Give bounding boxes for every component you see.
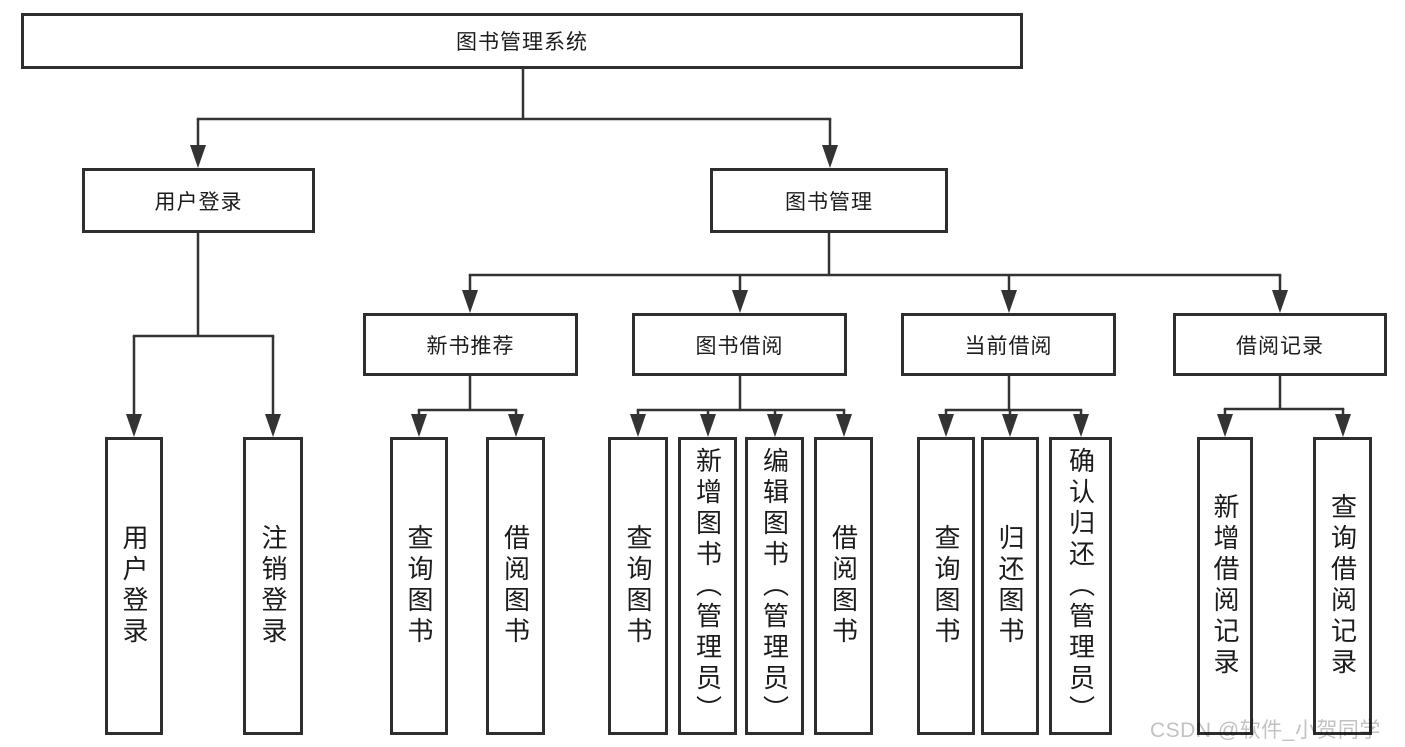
leaf-query-books-recommend-label: 查询图书 bbox=[404, 524, 434, 648]
leaf-confirm-return-admin-label: 确认归还（管理员） bbox=[1065, 446, 1096, 726]
node-book-borrow-label: 图书借阅 bbox=[695, 334, 784, 358]
node-book-management: 图书管理 bbox=[710, 168, 948, 233]
leaf-query-books-borrow: 查询图书 bbox=[608, 437, 668, 735]
leaf-add-books-admin: 新增图书（管理员） bbox=[678, 437, 737, 735]
node-new-book-recommend-label: 新书推荐 bbox=[426, 334, 515, 358]
node-book-borrow: 图书借阅 bbox=[632, 313, 847, 376]
node-current-borrow: 当前借阅 bbox=[901, 313, 1116, 376]
node-book-management-label: 图书管理 bbox=[785, 190, 873, 214]
leaf-edit-books-admin: 编辑图书（管理员） bbox=[745, 437, 804, 735]
leaf-return-books: 归还图书 bbox=[981, 437, 1039, 735]
csdn-watermark: CSDN @软件_小贺同学 bbox=[1150, 719, 1381, 742]
leaf-return-books-label: 归还图书 bbox=[995, 524, 1025, 648]
leaf-query-books-current: 查询图书 bbox=[917, 437, 975, 735]
node-user-login: 用户登录 bbox=[82, 168, 315, 233]
node-user-login-label: 用户登录 bbox=[154, 190, 243, 214]
leaf-user-login-label: 用户登录 bbox=[119, 524, 149, 648]
leaf-add-borrow-record-label: 新增借阅记录 bbox=[1210, 493, 1240, 679]
root-node-library-management-system: 图书管理系统 bbox=[21, 13, 1023, 69]
leaf-query-books-borrow-label: 查询图书 bbox=[623, 524, 653, 648]
arrowhead-icons bbox=[126, 145, 1351, 437]
leaf-query-books-current-label: 查询图书 bbox=[931, 524, 961, 648]
leaf-borrow-books: 借阅图书 bbox=[814, 437, 873, 735]
leaf-user-login: 用户登录 bbox=[105, 437, 163, 735]
leaf-logout: 注销登录 bbox=[243, 437, 303, 735]
leaf-confirm-return-admin: 确认归还（管理员） bbox=[1049, 437, 1112, 735]
leaf-query-books-recommend: 查询图书 bbox=[390, 437, 448, 735]
root-node-label: 图书管理系统 bbox=[456, 31, 588, 54]
leaf-query-borrow-record-label: 查询借阅记录 bbox=[1327, 493, 1358, 679]
leaf-edit-books-admin-label: 编辑图书（管理员） bbox=[759, 446, 790, 726]
leaf-logout-label: 注销登录 bbox=[258, 524, 288, 648]
leaf-query-borrow-record: 查询借阅记录 bbox=[1313, 437, 1372, 735]
leaf-borrow-books-recommend: 借阅图书 bbox=[486, 437, 545, 735]
leaf-borrow-books-label: 借阅图书 bbox=[828, 524, 859, 648]
node-new-book-recommend: 新书推荐 bbox=[363, 313, 578, 376]
leaf-add-borrow-record: 新增借阅记录 bbox=[1197, 437, 1253, 735]
node-borrow-records-label: 借阅记录 bbox=[1236, 334, 1324, 358]
node-borrow-records: 借阅记录 bbox=[1173, 313, 1387, 376]
node-current-borrow-label: 当前借阅 bbox=[964, 334, 1053, 358]
leaf-add-books-admin-label: 新增图书（管理员） bbox=[692, 446, 723, 726]
leaf-borrow-books-recommend-label: 借阅图书 bbox=[500, 524, 531, 648]
